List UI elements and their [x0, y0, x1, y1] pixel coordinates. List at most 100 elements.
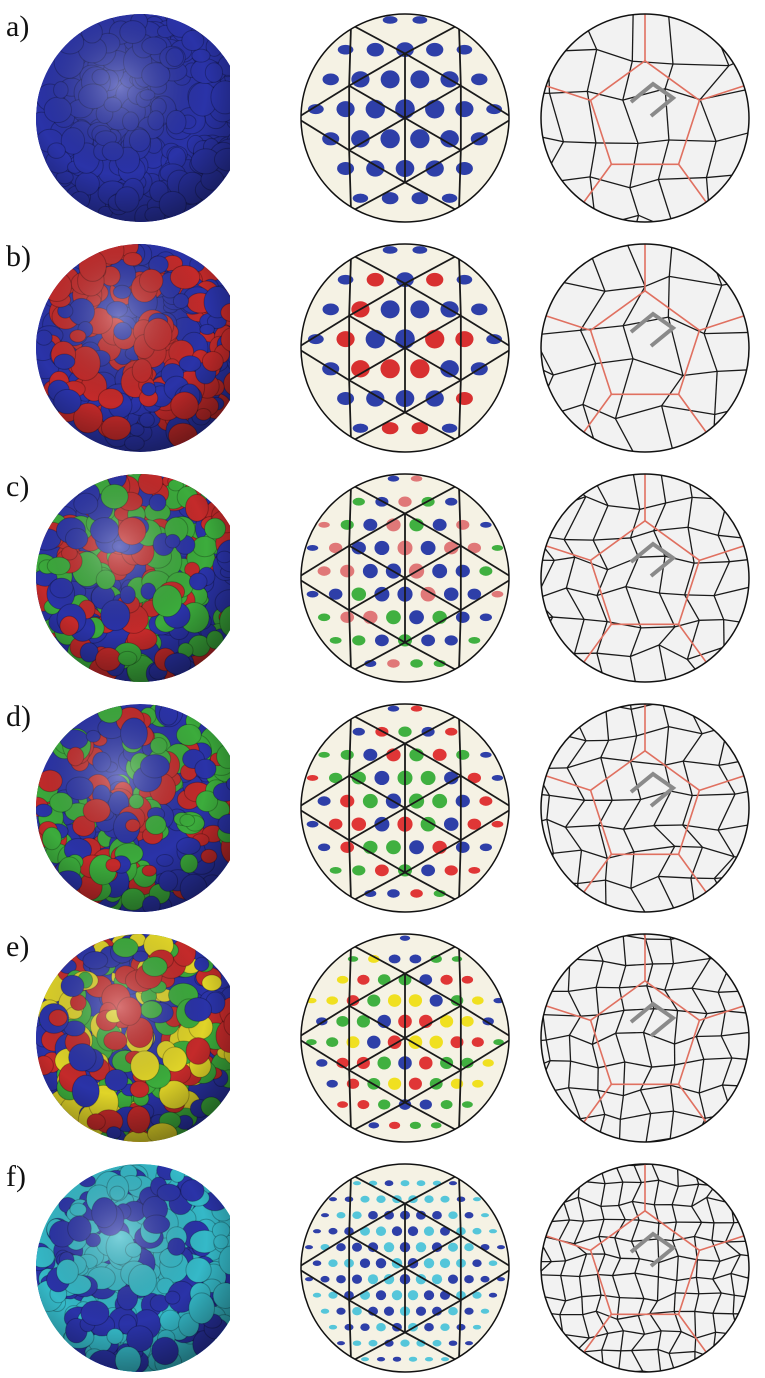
subunit-dot: [472, 996, 484, 1004]
subunit-dot: [462, 976, 473, 984]
subunit-dot: [449, 1181, 457, 1185]
subunit-dot: [473, 1325, 481, 1330]
subunit-dot: [424, 1226, 434, 1236]
subunit-dot: [421, 635, 435, 647]
figure-row: b): [0, 238, 765, 458]
subunit-dot: [380, 359, 399, 378]
subunit-dot: [411, 476, 423, 482]
subunit-dot: [380, 129, 399, 148]
subunit-dot: [357, 975, 369, 985]
subunit-dot: [471, 74, 487, 86]
subunit-dot: [433, 1340, 442, 1347]
subunit-dot: [352, 817, 367, 830]
subunit-dot: [368, 1122, 379, 1128]
subunit-dot: [481, 1309, 489, 1314]
subunit-dot: [411, 706, 423, 712]
subunit-dot: [480, 522, 492, 528]
subunit-dot: [471, 304, 487, 316]
subunit-dot: [472, 1037, 484, 1047]
capsid-render-panel: [0, 8, 230, 228]
subunit-dot: [456, 520, 469, 530]
subunit-dot: [363, 749, 377, 761]
subunit-dot: [492, 591, 504, 598]
lattice-sphere: [533, 468, 763, 688]
subunit-dot: [410, 955, 422, 964]
subunit-dot: [385, 1180, 394, 1186]
subunit-dot: [424, 1258, 434, 1268]
subunit-dot: [445, 498, 457, 506]
subunit-dot: [352, 1211, 361, 1219]
dot-sphere-panel: [290, 8, 520, 228]
dot-sphere: [290, 8, 520, 228]
subunit-dot: [429, 1036, 442, 1049]
subunit-dot: [445, 635, 458, 645]
subunit-dot: [410, 129, 429, 148]
lattice-sphere-panel: [533, 698, 763, 918]
subunit-dot: [367, 1036, 380, 1049]
subunit-dot: [307, 821, 319, 828]
subunit-dot: [353, 728, 365, 736]
subunit-dot: [455, 331, 473, 347]
subunit-dot: [387, 659, 400, 668]
subunit-dot: [421, 771, 436, 785]
capsid-render-panel: [0, 468, 230, 688]
subunit-dot: [481, 1213, 489, 1217]
subunit-dot: [389, 955, 401, 964]
subunit-dot: [337, 1101, 348, 1108]
subunit-dot: [425, 1357, 433, 1361]
lattice-sphere: [533, 1158, 763, 1378]
subunit-dot: [313, 1293, 321, 1298]
subunit-dot: [340, 612, 354, 623]
subunit-dot: [388, 476, 400, 482]
lattice-sphere-panel: [533, 1158, 763, 1378]
subunit-dot: [444, 817, 459, 830]
subunit-dot: [409, 1357, 417, 1362]
subunit-dot: [389, 1122, 400, 1129]
subunit-dot: [462, 1101, 473, 1108]
subunit-dot: [489, 1293, 497, 1298]
subunit-dot: [376, 1258, 386, 1268]
capsid-render: [0, 698, 230, 918]
subunit-dot: [340, 795, 354, 808]
subunit-dot: [367, 994, 380, 1006]
subunit-dot: [416, 1306, 426, 1315]
subunit-dot: [336, 331, 354, 347]
subunit-dot: [360, 1196, 369, 1203]
subunit-dot: [432, 1274, 442, 1284]
subunit-dot: [363, 564, 378, 578]
subunit-dot: [377, 1357, 385, 1361]
subunit-dot: [440, 130, 459, 147]
subunit-dot: [375, 635, 389, 647]
subunit-dot: [336, 1275, 346, 1283]
subunit-dot: [398, 497, 411, 507]
subunit-dot: [329, 1228, 338, 1235]
subunit-dot: [455, 101, 473, 117]
subunit-dot: [400, 936, 410, 941]
subunit-dot: [424, 1290, 434, 1300]
capsid-surface: [28, 468, 230, 688]
subunit-dot: [409, 1078, 422, 1090]
subunit-dot: [388, 706, 400, 712]
subunit-dot: [368, 1274, 378, 1284]
subunit-dot: [473, 1197, 481, 1201]
subunit-dot: [321, 1276, 330, 1283]
subunit-dot: [432, 564, 447, 578]
subunit-dot: [376, 1226, 386, 1236]
subunit-dot: [480, 613, 492, 621]
subunit-dot: [408, 1226, 418, 1236]
subunit-dot: [336, 1308, 345, 1315]
subunit-dot: [464, 1275, 474, 1283]
subunit-dot: [492, 775, 504, 781]
subunit-dot: [472, 1259, 481, 1267]
dot-sphere-panel: [290, 698, 520, 918]
capsid-render: [0, 468, 230, 688]
subunit-dot: [410, 70, 429, 88]
subunit-dot: [341, 520, 354, 530]
subunit-dot: [489, 1260, 498, 1266]
subunit-dot: [307, 591, 319, 598]
lattice-sphere-panel: [533, 928, 763, 1148]
subunit-dot: [409, 610, 424, 624]
figure-row: a): [0, 8, 765, 228]
subunit-dot: [472, 1080, 483, 1088]
lattice-sphere: [533, 238, 763, 458]
